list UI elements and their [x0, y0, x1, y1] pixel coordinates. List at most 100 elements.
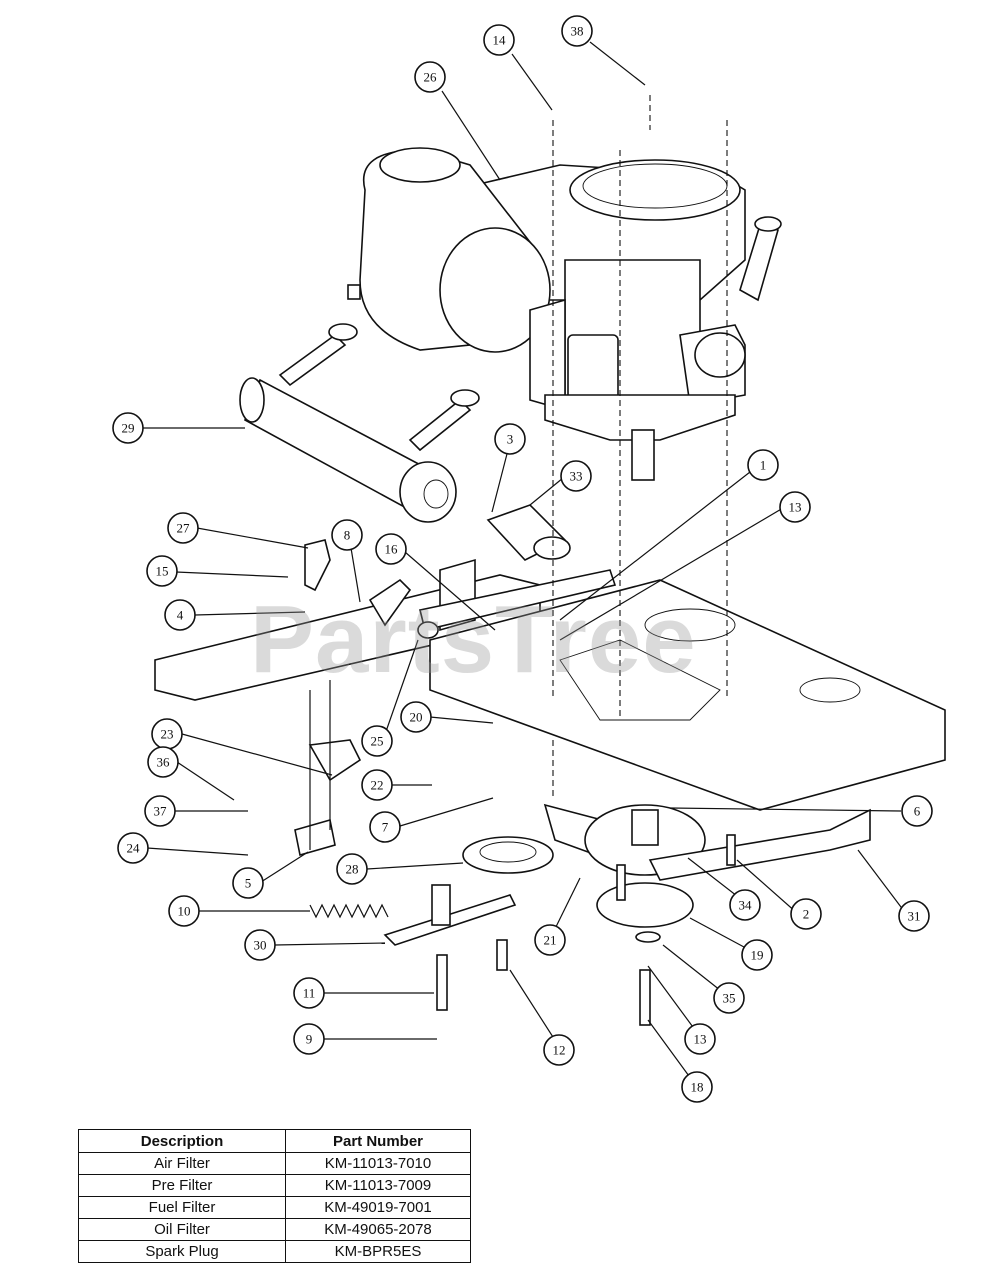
callout-3: 3 — [494, 423, 526, 455]
svg-text:20: 20 — [410, 710, 423, 725]
table-row: Fuel Filter KM-49019-7001 — [78, 1196, 471, 1219]
svg-text:11: 11 — [303, 986, 316, 1001]
callout-13-bottom: 13 — [684, 1023, 716, 1055]
callout-14: 14 — [483, 24, 515, 56]
column-header-part-number: Part Number — [285, 1129, 471, 1153]
table-row: Spark Plug KM-BPR5ES — [78, 1240, 471, 1263]
svg-text:33: 33 — [570, 469, 583, 484]
callouts: 14 38 26 29 3 33 1 13 27 8 16 15 4 25 20… — [112, 15, 933, 1103]
engine-exploded-diagram: 14 38 26 29 3 33 1 13 27 8 16 15 4 25 20… — [112, 15, 946, 1103]
column-header-description: Description — [78, 1129, 286, 1153]
callout-22: 22 — [361, 769, 393, 801]
spark-arrestor — [486, 504, 571, 561]
callout-11: 11 — [293, 977, 325, 1009]
callout-26: 26 — [414, 61, 446, 93]
callout-33: 33 — [560, 460, 592, 492]
part-number-cell: KM-49065-2078 — [285, 1218, 471, 1241]
table-header-row: Description Part Number — [78, 1129, 471, 1153]
svg-text:16: 16 — [385, 542, 399, 557]
callout-12: 12 — [543, 1034, 575, 1066]
svg-text:36: 36 — [157, 755, 171, 770]
muffler-assembly — [239, 323, 480, 523]
svg-text:27: 27 — [177, 521, 191, 536]
svg-text:13: 13 — [789, 500, 802, 515]
svg-text:31: 31 — [908, 909, 921, 924]
svg-text:5: 5 — [245, 876, 252, 891]
callout-6: 6 — [901, 795, 933, 827]
description-cell: Pre Filter — [78, 1174, 286, 1197]
description-cell: Fuel Filter — [78, 1196, 286, 1219]
callout-9: 9 — [293, 1023, 325, 1055]
svg-text:28: 28 — [346, 862, 359, 877]
watermark: PartsTree — [250, 586, 697, 693]
callout-24: 24 — [117, 832, 149, 864]
callout-29: 29 — [112, 412, 144, 444]
svg-text:9: 9 — [306, 1032, 313, 1047]
callout-38: 38 — [561, 15, 593, 47]
callout-37: 37 — [144, 795, 176, 827]
svg-text:3: 3 — [507, 432, 514, 447]
part-number-cell: KM-BPR5ES — [285, 1240, 471, 1263]
svg-text:6: 6 — [914, 804, 921, 819]
assembly-lines — [552, 95, 728, 800]
callout-30: 30 — [244, 929, 276, 961]
hardware — [309, 834, 736, 1026]
svg-text:38: 38 — [571, 24, 584, 39]
svg-text:8: 8 — [344, 528, 351, 543]
svg-text:30: 30 — [254, 938, 267, 953]
callout-15: 15 — [146, 555, 178, 587]
mower-frame — [154, 558, 946, 811]
callout-21: 21 — [534, 924, 566, 956]
callout-31: 31 — [898, 900, 930, 932]
svg-text:25: 25 — [371, 734, 384, 749]
svg-text:21: 21 — [544, 933, 557, 948]
callout-8: 8 — [331, 519, 363, 551]
callout-18: 18 — [681, 1071, 713, 1103]
callout-25: 25 — [361, 725, 393, 757]
linkage-parts — [294, 539, 412, 857]
table-row: Pre Filter KM-11013-7009 — [78, 1174, 471, 1197]
description-cell: Spark Plug — [78, 1240, 286, 1263]
part-number-cell: KM-11013-7009 — [285, 1174, 471, 1197]
callout-1: 1 — [747, 449, 779, 481]
parts-table: Description Part Number Air Filter KM-11… — [78, 1129, 471, 1263]
part-number-cell: KM-11013-7010 — [285, 1152, 471, 1175]
svg-text:22: 22 — [371, 778, 384, 793]
callout-2: 2 — [790, 898, 822, 930]
callout-23: 23 — [151, 718, 183, 750]
svg-text:10: 10 — [178, 904, 191, 919]
svg-text:26: 26 — [424, 70, 438, 85]
svg-text:7: 7 — [382, 820, 389, 835]
table-row: Air Filter KM-11013-7010 — [78, 1152, 471, 1175]
callout-7: 7 — [369, 811, 401, 843]
svg-text:12: 12 — [553, 1043, 566, 1058]
callout-5: 5 — [232, 867, 264, 899]
svg-text:19: 19 — [751, 948, 764, 963]
callout-13-top: 13 — [779, 491, 811, 523]
svg-text:34: 34 — [739, 898, 753, 913]
description-cell: Air Filter — [78, 1152, 286, 1175]
svg-text:24: 24 — [127, 841, 141, 856]
svg-text:15: 15 — [156, 564, 169, 579]
svg-text:2: 2 — [803, 907, 810, 922]
callout-35: 35 — [713, 982, 745, 1014]
engine-assembly — [347, 147, 782, 481]
callout-28: 28 — [336, 853, 368, 885]
callout-19: 19 — [741, 939, 773, 971]
svg-text:13: 13 — [694, 1032, 707, 1047]
callout-10: 10 — [168, 895, 200, 927]
callout-27: 27 — [167, 512, 199, 544]
svg-text:23: 23 — [161, 727, 174, 742]
svg-text:4: 4 — [177, 608, 184, 623]
callout-16: 16 — [375, 533, 407, 565]
svg-text:18: 18 — [691, 1080, 704, 1095]
svg-text:14: 14 — [493, 33, 507, 48]
part-number-cell: KM-49019-7001 — [285, 1196, 471, 1219]
svg-text:37: 37 — [154, 804, 168, 819]
table-row: Oil Filter KM-49065-2078 — [78, 1218, 471, 1241]
svg-text:29: 29 — [122, 421, 135, 436]
callout-4: 4 — [164, 599, 196, 631]
svg-text:1: 1 — [760, 458, 767, 473]
svg-text:35: 35 — [723, 991, 736, 1006]
callout-36: 36 — [147, 746, 179, 778]
